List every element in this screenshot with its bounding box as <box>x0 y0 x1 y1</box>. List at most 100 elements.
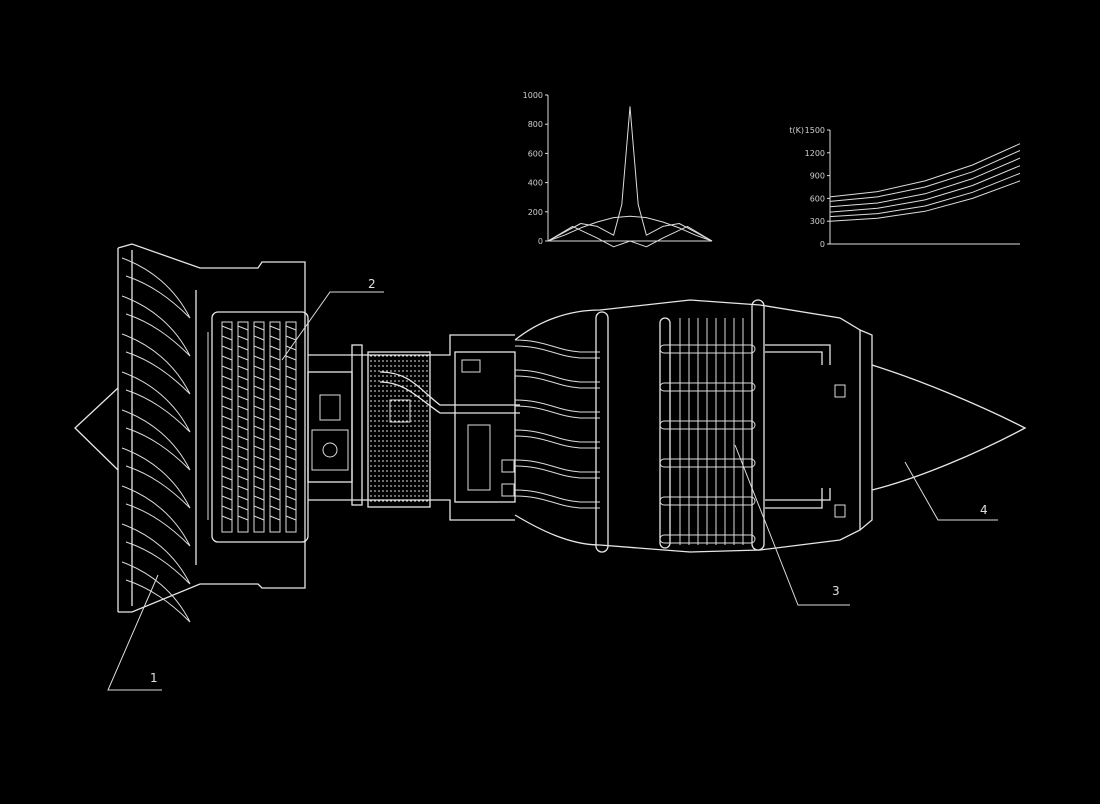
fan-blade <box>121 447 191 509</box>
compressor-stage <box>221 321 233 533</box>
compressor-vane <box>221 355 233 361</box>
compressor-vane <box>253 385 265 391</box>
callout-1-label: 1 <box>150 671 158 685</box>
compressor-vane <box>253 405 265 411</box>
compressor-vane <box>253 355 265 361</box>
y-tick-label: 1500 <box>805 126 825 135</box>
compressor-vane <box>269 365 281 371</box>
compressor-vane <box>269 445 281 451</box>
turbine-bracket <box>659 420 756 430</box>
compressor-vane <box>237 395 249 401</box>
compressor-vane <box>269 385 281 391</box>
fan-blade <box>121 257 191 319</box>
compressor-stage <box>285 321 297 533</box>
compressor-vane <box>221 435 233 441</box>
series-line <box>829 157 1021 208</box>
compressor-vane <box>253 495 265 501</box>
turbine-bracket <box>659 534 756 544</box>
compressor-vane <box>237 415 249 421</box>
combustion-chamber <box>514 299 861 553</box>
compressor-vane <box>221 515 233 521</box>
fuel-pipe <box>514 375 600 389</box>
compressor-vane <box>285 395 297 401</box>
compressor-vane <box>269 505 281 511</box>
y-tick-label: 600 <box>810 194 825 203</box>
compressor-vane <box>269 345 281 351</box>
compressor-vane <box>269 375 281 381</box>
callout-1: 1 <box>107 574 162 691</box>
compressor-vane <box>237 485 249 491</box>
y-tick-label: 0 <box>538 237 543 246</box>
compressor-vane <box>253 445 265 451</box>
compressor-vane <box>253 485 265 491</box>
compressor-stage <box>269 321 281 533</box>
y-tick-label: 1000 <box>523 91 543 100</box>
compressor-vane <box>253 395 265 401</box>
compressor-vane <box>221 325 233 331</box>
compressor-vane <box>269 435 281 441</box>
fuel-pipe <box>514 465 600 479</box>
compressor-vane <box>237 345 249 351</box>
compressor-vane <box>285 385 297 391</box>
compressor-vane <box>221 445 233 451</box>
combustion-piping <box>454 339 600 509</box>
compressor-vane <box>253 425 265 431</box>
compressor-vane <box>285 475 297 481</box>
hp-compressor-block <box>367 351 520 508</box>
compressor-vane <box>285 405 297 411</box>
fuel-pipe <box>514 345 600 359</box>
turbine-bracket <box>659 344 756 354</box>
fan-blades <box>121 257 191 623</box>
compressor-vane <box>237 465 249 471</box>
y-tick-label: 900 <box>810 172 825 181</box>
compressor-vane <box>285 515 297 521</box>
callout-4-label: 4 <box>980 503 988 517</box>
y-axis-label: t(K) <box>789 126 804 135</box>
turbine-bracket <box>659 382 756 392</box>
compressor-vane <box>221 465 233 471</box>
compressor-vane <box>285 495 297 501</box>
y-tick-label: 200 <box>528 208 543 217</box>
compressor-vane <box>237 405 249 411</box>
compressor-vane <box>221 415 233 421</box>
compressor-vane <box>237 455 249 461</box>
compressor-vane <box>237 505 249 511</box>
fan-blade <box>121 371 191 433</box>
fuel-pipe <box>514 489 600 503</box>
fuel-pipe <box>514 435 600 449</box>
y-tick-label: 0 <box>820 240 825 249</box>
fan-blade <box>121 409 191 471</box>
compressor-vane <box>253 455 265 461</box>
callout-4: 4 <box>904 461 998 521</box>
compressor-vane <box>221 425 233 431</box>
compressor-vane <box>237 445 249 451</box>
callout-3-label: 3 <box>832 584 840 598</box>
fuel-pipe <box>514 495 600 509</box>
compressor-vane <box>221 405 233 411</box>
compressor-vane <box>269 515 281 521</box>
compressor-vane <box>253 365 265 371</box>
callout-3: 3 <box>734 444 850 606</box>
fuel-pipe <box>514 405 600 419</box>
fuel-pipe <box>514 459 600 473</box>
compressor-stage <box>237 321 249 533</box>
fuel-pipe <box>514 339 600 353</box>
compressor-vane <box>253 475 265 481</box>
compressor-vane <box>285 375 297 381</box>
turbine-bracket <box>659 458 756 468</box>
compressor-vane <box>253 325 265 331</box>
callouts: 1 2 3 4 <box>107 277 998 691</box>
series-line <box>547 225 713 248</box>
compressor-vane <box>237 385 249 391</box>
fan-blade <box>121 333 191 395</box>
compressor-vane <box>285 465 297 471</box>
compressor-vane <box>285 325 297 331</box>
series-line <box>547 106 713 242</box>
turbine-manifold <box>765 344 846 518</box>
engine-drawing <box>74 243 1027 623</box>
core-shaft <box>307 334 515 521</box>
compressor-vane <box>237 365 249 371</box>
